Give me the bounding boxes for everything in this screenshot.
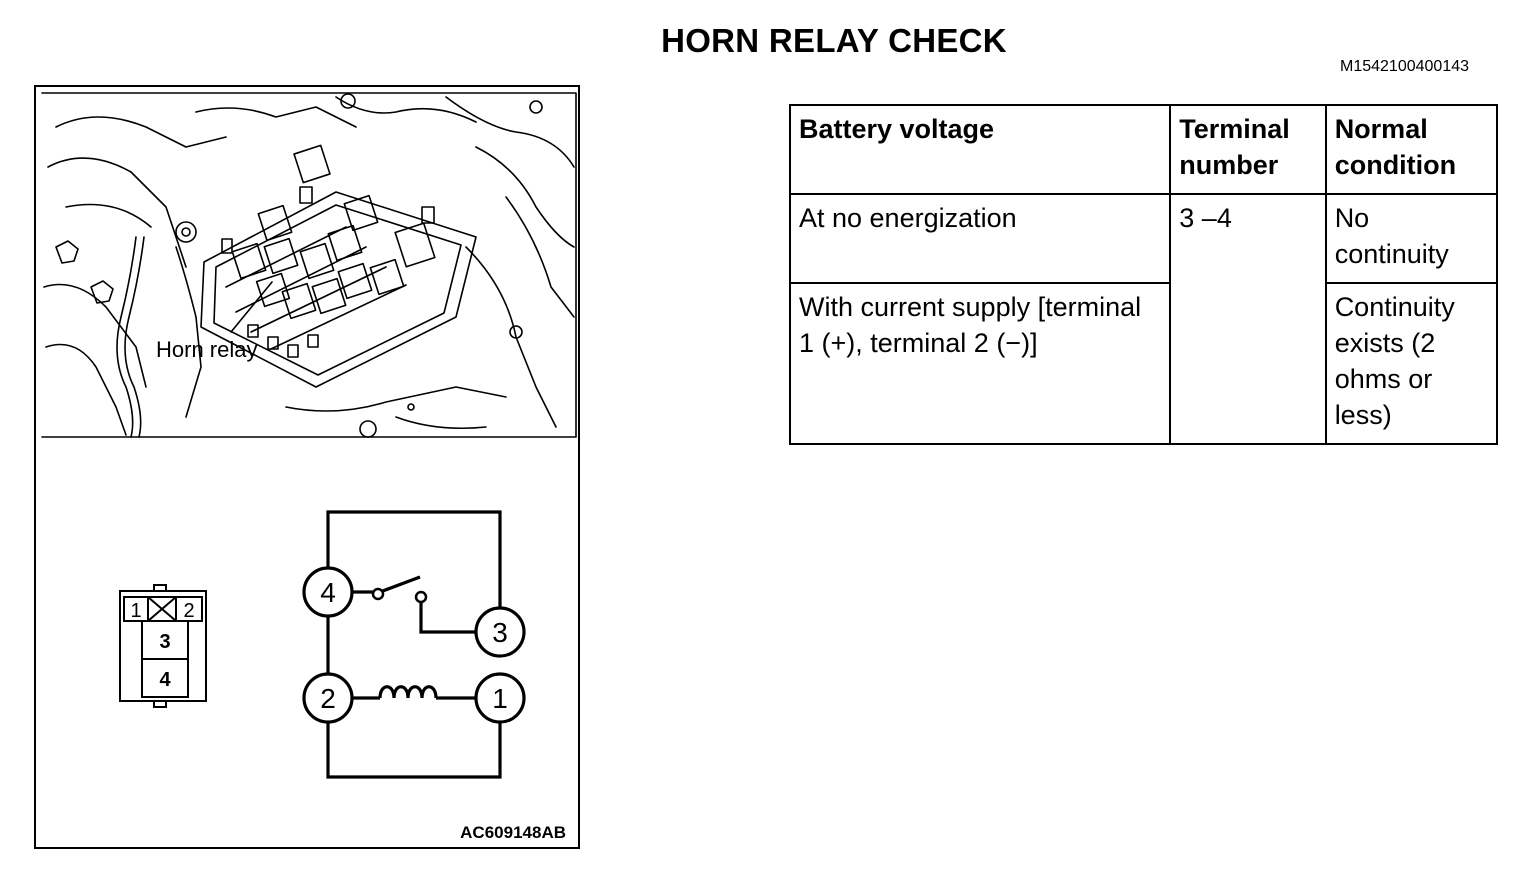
row-condition: At no energization xyxy=(788,193,1172,284)
horn-relay-callout: Horn relay xyxy=(156,337,258,362)
connector-terminal-3: 3 xyxy=(159,631,170,653)
connector-terminal-4: 4 xyxy=(159,669,171,691)
circuit-terminal-4: 4 xyxy=(320,577,336,608)
circuit-terminal-1: 1 xyxy=(492,683,508,714)
circuit-terminal-2: 2 xyxy=(320,683,336,714)
row-condition: With current supply [terminal 1 (+), ter… xyxy=(788,282,1172,445)
connector-terminal-2: 2 xyxy=(183,600,194,622)
terminal-4-node xyxy=(302,566,354,618)
table-row: At no energization 3 –4 No continuity xyxy=(788,193,1499,445)
circuit-terminal-3: 3 xyxy=(492,617,508,648)
row-terminal: 3 –4 xyxy=(1169,193,1327,445)
relay-check-table: Battery voltage Terminal number Normal c… xyxy=(788,104,1499,445)
table-row: With current supply [terminal 1 (+), ter… xyxy=(788,282,1499,445)
engine-bay-illustration: 4 3 2 1 1 2 3 4 xyxy=(41,92,577,779)
header-battery-voltage: Battery voltage xyxy=(788,104,1172,195)
table-header-row: Battery voltage Terminal number Normal c… xyxy=(788,104,1499,195)
row-result: No continuity xyxy=(1324,193,1499,284)
row-result: Continuity exists (2 ohms or less) xyxy=(1324,282,1499,445)
terminal-2-node xyxy=(302,672,354,724)
relay-connector xyxy=(119,584,207,708)
terminal-1-node xyxy=(474,672,526,724)
document-id: M1542100400143 xyxy=(1340,58,1470,75)
relay-circuit-diagram xyxy=(326,510,502,779)
page-title: HORN RELAY CHECK xyxy=(661,22,1007,59)
terminal-3-node xyxy=(474,606,526,658)
header-terminal-number: Terminal number xyxy=(1169,104,1327,195)
connector-terminal-1: 1 xyxy=(130,600,141,622)
figure-code: AC609148AB xyxy=(460,823,566,842)
relay-figure: 4 3 2 1 1 2 3 4 Horn relay AC609148AB xyxy=(34,85,580,849)
header-normal-condition: Normal condition xyxy=(1324,104,1499,195)
